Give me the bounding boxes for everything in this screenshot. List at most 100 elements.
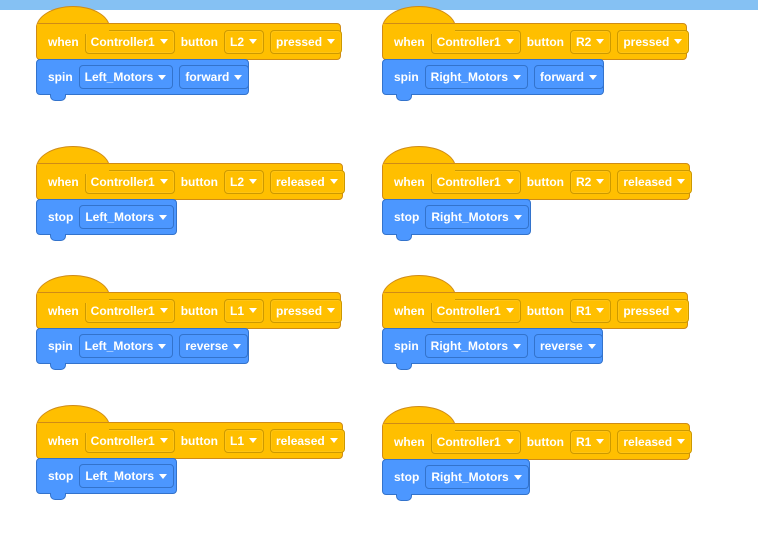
when-label: when <box>48 174 79 189</box>
button-label: button <box>180 34 218 49</box>
controller-dropdown[interactable]: Controller1 <box>84 298 175 323</box>
when-controller-button-hat-block[interactable]: when Controller1 button L2 released <box>36 163 345 200</box>
spin-motor-command-block[interactable]: spin Left_Motors forward <box>36 59 250 95</box>
hat-cap-fill <box>383 164 455 174</box>
state-dropdown[interactable]: pressed <box>270 298 343 323</box>
block-notch <box>396 234 412 241</box>
when-controller-button-hat-block[interactable]: when Controller1 button R1 released <box>382 423 693 460</box>
block-notch <box>50 94 66 101</box>
dropdown-arrow-icon <box>327 308 336 313</box>
direction-dropdown[interactable]: reverse <box>534 334 603 358</box>
hat-cap-fill <box>383 424 455 434</box>
button-dropdown[interactable]: R1 <box>570 298 612 323</box>
dropdown-arrow-icon <box>589 74 598 80</box>
dropdown-arrow-icon <box>159 438 168 443</box>
dropdown-arrow-icon <box>329 179 338 184</box>
motor-dropdown[interactable]: Right_Motors <box>425 205 529 229</box>
spin-label: spin <box>48 339 73 353</box>
dropdown-arrow-icon <box>505 179 514 184</box>
state-dropdown[interactable]: pressed <box>617 298 690 323</box>
dropdown-arrow-icon <box>677 439 686 444</box>
spin-motor-command-block[interactable]: spin Right_Motors reverse <box>382 328 603 364</box>
when-controller-button-hat-block[interactable]: when Controller1 button R1 pressed <box>382 292 690 329</box>
state-dropdown[interactable]: released <box>617 169 693 194</box>
dropdown-arrow-icon <box>587 343 596 349</box>
direction-dropdown[interactable]: forward <box>179 65 250 89</box>
workspace-top-bar <box>0 0 758 10</box>
dropdown-arrow-icon <box>596 308 605 313</box>
hat-cap-fill <box>37 24 109 34</box>
button-label: button <box>180 174 218 189</box>
dropdown-arrow-icon <box>234 74 243 80</box>
button-label: button <box>180 433 218 448</box>
button-dropdown[interactable]: R2 <box>570 29 612 54</box>
spin-motor-command-block[interactable]: spin Right_Motors forward <box>382 59 605 95</box>
spin-label: spin <box>48 70 73 84</box>
motor-dropdown[interactable]: Right_Motors <box>424 334 528 358</box>
when-controller-button-hat-block[interactable]: when Controller1 button R2 released <box>382 163 693 200</box>
hat-cap-fill <box>37 423 109 433</box>
state-dropdown[interactable]: released <box>270 169 345 194</box>
dropdown-arrow-icon <box>249 438 258 443</box>
stop-motor-command-block[interactable]: stop Left_Motors <box>36 199 177 235</box>
dropdown-arrow-icon <box>158 74 167 80</box>
stop-motor-command-block[interactable]: stop Right_Motors <box>382 199 531 235</box>
direction-dropdown[interactable]: reverse <box>179 334 249 358</box>
button-dropdown[interactable]: R2 <box>570 169 612 194</box>
block-notch <box>50 363 66 370</box>
spin-label: spin <box>394 339 419 353</box>
dropdown-arrow-icon <box>505 439 514 444</box>
hat-cap-fill <box>383 24 455 34</box>
when-label: when <box>48 303 79 318</box>
when-label: when <box>394 34 425 49</box>
button-dropdown[interactable]: L2 <box>224 29 265 54</box>
state-dropdown[interactable]: released <box>617 429 693 454</box>
dropdown-arrow-icon <box>513 343 521 349</box>
dropdown-arrow-icon <box>233 343 242 349</box>
motor-dropdown[interactable]: Right_Motors <box>424 65 528 89</box>
button-label: button <box>180 303 218 318</box>
state-dropdown[interactable]: pressed <box>617 29 690 54</box>
dropdown-arrow-icon <box>329 438 338 443</box>
motor-dropdown[interactable]: Left_Motors <box>78 334 174 358</box>
stop-motor-command-block[interactable]: stop Right_Motors <box>382 459 530 495</box>
when-label: when <box>394 174 425 189</box>
dropdown-arrow-icon <box>249 39 258 44</box>
motor-dropdown[interactable]: Right_Motors <box>425 465 529 489</box>
dropdown-arrow-icon <box>674 39 683 44</box>
motor-dropdown[interactable]: Left_Motors <box>79 205 175 229</box>
button-dropdown[interactable]: R1 <box>570 429 612 454</box>
button-dropdown[interactable]: L1 <box>224 428 265 453</box>
controller-dropdown[interactable]: Controller1 <box>430 429 521 454</box>
block-notch <box>396 494 412 501</box>
motor-dropdown[interactable]: Left_Motors <box>78 65 174 89</box>
direction-dropdown[interactable]: forward <box>534 65 605 89</box>
dropdown-arrow-icon <box>159 179 168 184</box>
button-label: button <box>526 174 564 189</box>
button-label: button <box>526 434 564 449</box>
block-notch <box>396 94 412 101</box>
when-label: when <box>394 434 425 449</box>
stop-label: stop <box>394 470 420 484</box>
when-label: when <box>394 303 425 318</box>
state-dropdown[interactable]: released <box>270 428 345 453</box>
motor-dropdown[interactable]: Left_Motors <box>79 464 175 488</box>
controller-dropdown[interactable]: Controller1 <box>430 29 521 54</box>
controller-dropdown[interactable]: Controller1 <box>430 169 521 194</box>
state-dropdown[interactable]: pressed <box>270 29 343 54</box>
spin-motor-command-block[interactable]: spin Left_Motors reverse <box>36 328 249 364</box>
button-dropdown[interactable]: L2 <box>224 169 265 194</box>
dropdown-arrow-icon <box>159 39 168 44</box>
stop-motor-command-block[interactable]: stop Left_Motors <box>36 458 177 494</box>
hat-cap-fill <box>383 293 455 303</box>
dropdown-arrow-icon <box>513 214 522 220</box>
dropdown-arrow-icon <box>513 74 521 80</box>
button-dropdown[interactable]: L1 <box>224 298 265 323</box>
hat-cap-fill <box>37 164 109 174</box>
button-label: button <box>526 303 564 318</box>
block-notch <box>50 493 66 500</box>
stop-label: stop <box>48 469 74 483</box>
stop-label: stop <box>48 210 74 224</box>
spin-label: spin <box>394 70 419 84</box>
dropdown-arrow-icon <box>596 439 605 444</box>
